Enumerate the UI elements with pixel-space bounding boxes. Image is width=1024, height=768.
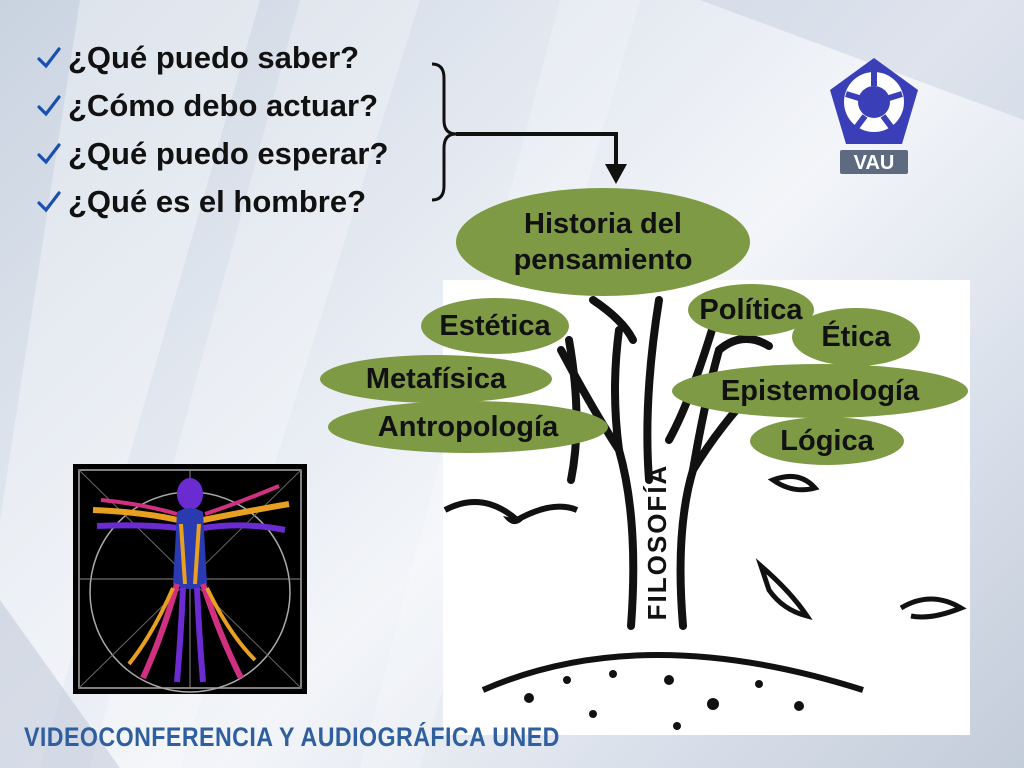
branch-epistemologia: Epistemología — [672, 364, 968, 418]
question-text: ¿Qué puedo esperar? — [68, 136, 389, 171]
branch-estetica: Estética — [421, 298, 569, 354]
tree-drawing — [443, 296, 967, 730]
tree-panel — [443, 280, 970, 735]
branch-metafisica: Metafísica — [320, 355, 552, 403]
branch-politica: Política — [688, 284, 814, 336]
list-item: ¿Qué puedo saber? — [36, 34, 388, 82]
logo-text: VAU — [854, 152, 895, 174]
list-item: ¿Qué puedo esperar? — [36, 130, 388, 178]
branch-antropologia: Antropología — [328, 401, 608, 453]
list-item: ¿Qué es el hombre? — [36, 178, 388, 226]
list-item: ¿Cómo debo actuar? — [36, 82, 388, 130]
checkmark-icon — [37, 95, 61, 117]
question-text: ¿Cómo debo actuar? — [68, 88, 379, 123]
trunk-label: FILOSOFÍA — [642, 463, 672, 621]
question-text: ¿Qué puedo saber? — [68, 40, 360, 75]
footer-title: VIDEOCONFERENCIA Y AUDIOGRÁFICA UNED — [24, 722, 560, 752]
checkmark-icon — [37, 143, 61, 165]
checkmark-icon — [37, 47, 61, 69]
checkmark-icon — [37, 191, 61, 213]
questions-list: ¿Qué puedo saber? ¿Cómo debo actuar? ¿Qu… — [36, 34, 388, 226]
question-text: ¿Qué es el hombre? — [68, 184, 367, 219]
vitruvian-man-image — [73, 464, 307, 694]
branch-logica: Lógica — [750, 417, 904, 465]
branch-historia: Historia del pensamiento — [456, 188, 750, 296]
branch-etica: Ética — [792, 308, 920, 366]
uned-logo: VAU — [830, 58, 918, 174]
